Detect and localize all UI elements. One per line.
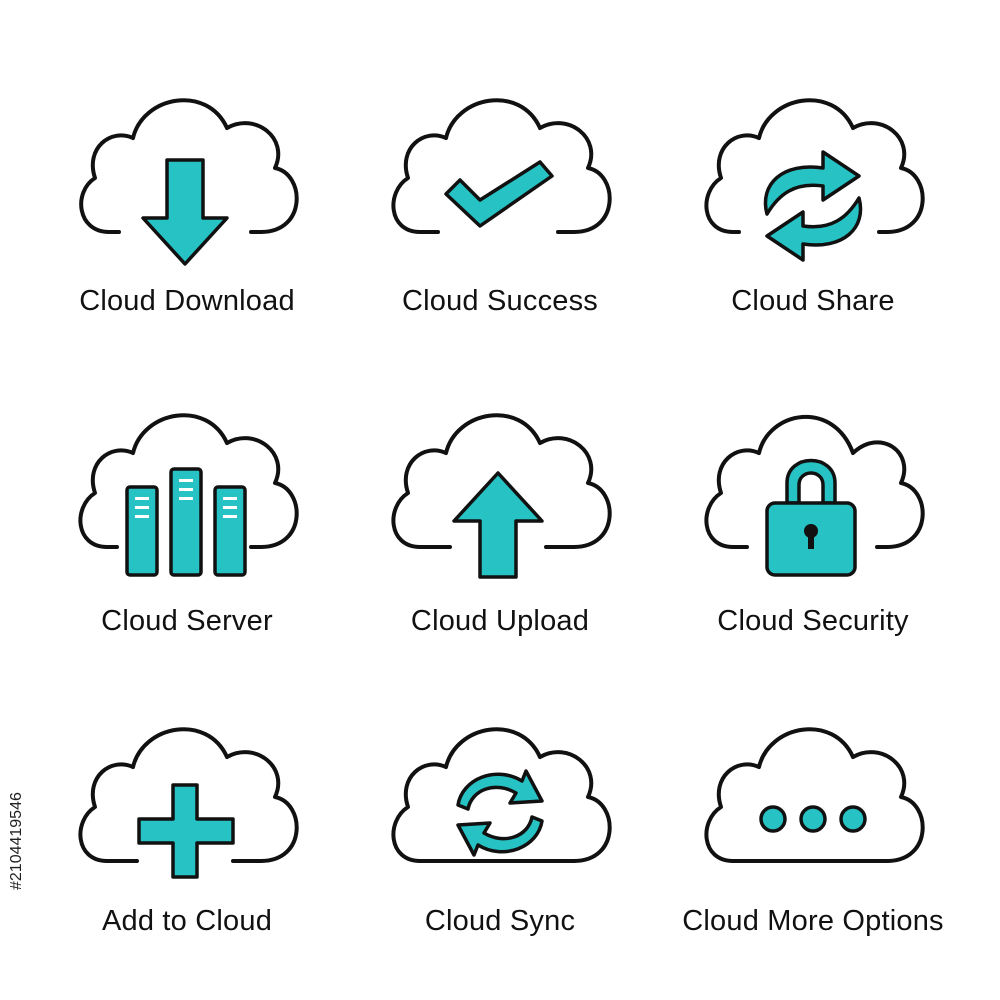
icon-tile-cloud-server: Cloud Server bbox=[37, 325, 337, 645]
cloud-upload-icon bbox=[391, 413, 612, 579]
icon-tile-cloud-share: Cloud Share bbox=[663, 0, 963, 320]
icon-label: Cloud Server bbox=[101, 605, 273, 637]
add-to-cloud-icon bbox=[78, 727, 299, 879]
cloud-sync-icon bbox=[391, 727, 612, 863]
cloud-success-icon bbox=[391, 98, 612, 234]
icon-tile-cloud-more-options: Cloud More Options bbox=[663, 625, 963, 945]
icon-tile-cloud-security: Cloud Security bbox=[663, 325, 963, 645]
cloud-download-icon bbox=[79, 98, 299, 266]
icon-label: Cloud Success bbox=[401, 285, 599, 317]
cloud-server-icon bbox=[78, 413, 299, 577]
icon-tile-cloud-sync: Cloud Sync bbox=[350, 625, 650, 945]
icon-label: Cloud Download bbox=[79, 285, 295, 317]
icon-tile-add-to-cloud: Add to Cloud bbox=[37, 625, 337, 945]
icon-tile-cloud-success: Cloud Success bbox=[350, 0, 650, 320]
icon-label: Cloud Upload bbox=[410, 605, 590, 637]
icon-label: Add to Cloud bbox=[101, 905, 273, 937]
icon-tile-cloud-download: Cloud Download bbox=[37, 0, 337, 320]
stock-id-text: #210441954​6 bbox=[8, 792, 25, 890]
cloud-more-options-icon bbox=[704, 727, 925, 863]
icon-tile-cloud-upload: Cloud Upload bbox=[350, 325, 650, 645]
cloud-share-icon bbox=[704, 98, 925, 262]
icon-label: Cloud Sync bbox=[424, 905, 576, 937]
cloud-security-icon bbox=[704, 414, 925, 577]
icon-label: Cloud More Options bbox=[682, 905, 944, 937]
icon-label: Cloud Share bbox=[731, 285, 895, 317]
icon-label: Cloud Security bbox=[717, 605, 909, 637]
